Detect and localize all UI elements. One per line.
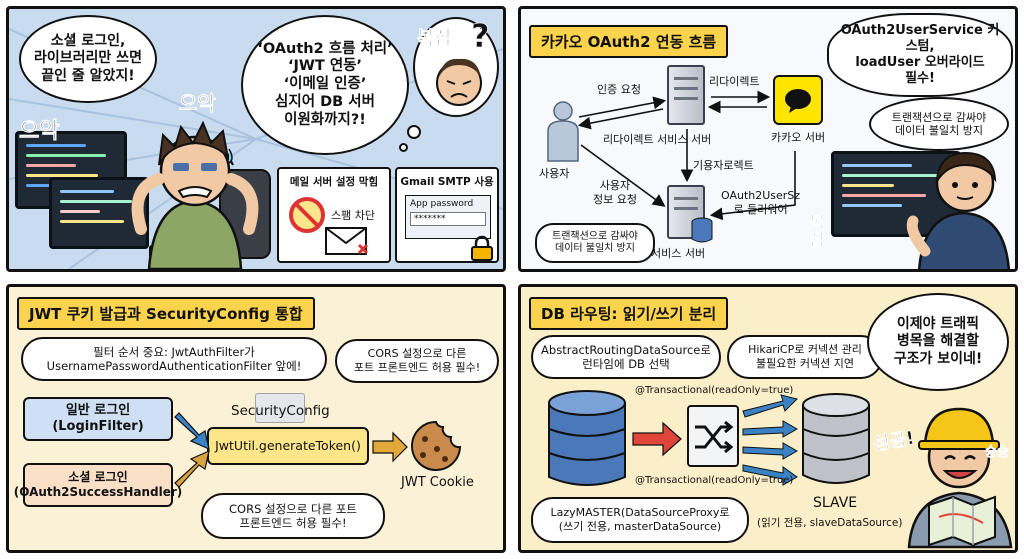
label-service-server: 서비스 서버 <box>651 247 706 260</box>
bubble-transaction-small: 트랜잭션으로 감싸야 데이터 불일치 방지 <box>535 223 655 263</box>
lock-icon <box>471 235 493 261</box>
envelope-icon <box>325 227 369 255</box>
label-auth-request: 인증 요청 <box>597 83 641 96</box>
shuffle-router-box <box>687 405 739 467</box>
sfx-scream-2: 으악 <box>179 91 216 116</box>
label-redirect-server: 리다이렉트 서비스 서버 <box>603 133 712 146</box>
panel-db-routing: DB 라우팅: 읽기/쓰기 분리 AbstractRoutingDataSour… <box>518 284 1018 553</box>
app-password-label: App password <box>410 199 474 209</box>
master-label: LazyMASTER(DataSourceProxy로 (쓰기 전용, mast… <box>531 497 749 543</box>
tx-readonly-top: @Transactional(readOnly=true) <box>635 385 794 396</box>
bubble-success-structure: 이제야 트래픽 병목을 해결할 구조가 보이네! <box>867 293 1009 391</box>
label-redirect: 리다이렉트 <box>709 75 760 88</box>
label-user: 사용자 <box>539 167 570 180</box>
redirect-server-icon <box>667 65 705 125</box>
database-icon-master <box>548 390 626 486</box>
happy-engineer <box>907 407 1013 549</box>
database-icon-slave <box>802 393 870 484</box>
box-general-login: 일반 로그인 (LoginFilter) <box>23 397 173 441</box>
sfx-whoosh: 슝슝 <box>985 445 1010 461</box>
panel3-title: JWT 쿠키 발급과 SecurityConfig 통합 <box>17 297 315 330</box>
panel4-title: DB 라우팅: 읽기/쓰기 분리 <box>529 297 729 330</box>
bubble-transaction: 트랜잭션으로 감싸야 데이터 불일치 방지 <box>869 97 1009 151</box>
bubble-filter-order: 필터 순서 중요: JwtAuthFilter가 UsernamePasswor… <box>21 337 327 381</box>
cookie-label: JWT Cookie <box>401 475 474 490</box>
security-config-panel <box>255 393 305 423</box>
panel-jwt-security-config: JWT 쿠키 발급과 SecurityConfig 통합 필터 순서 중요: J… <box>6 284 506 553</box>
bubble-userservice-custom: OAuth2UserService 커스텀, loadUser 오버라이드 필수… <box>827 13 1013 97</box>
label-kakao-server: 카카오 서버 <box>771 131 826 144</box>
flow-arrows <box>577 90 796 221</box>
login-arrows <box>174 412 408 488</box>
label-redirect-callback: 기용자로렉트 <box>693 159 754 172</box>
bubble-hikaricp: HikariCP로 커넥션 관리 불필요한 커넥션 지연 <box>727 335 883 379</box>
card-mail-title: 메일 서버 설정 막힘 <box>289 176 379 188</box>
bubble-complexity-list: ‘OAuth2 흐름 처리’ ‘JWT 연동’ ‘이메일 인증’ 심지어 DB … <box>241 15 409 155</box>
pointing-developer <box>906 151 1011 269</box>
slave-title: SLAVE <box>813 495 858 511</box>
box-social-login: 소셜 로그인 (OAuth2SuccessHandler) <box>14 463 182 507</box>
frustrated-developer <box>131 120 259 269</box>
shuffle-icon <box>695 420 734 454</box>
map-icon <box>928 495 996 547</box>
card-mail-spam: 스팸 차단 <box>331 209 375 222</box>
database-icon <box>691 217 713 243</box>
person-icon <box>547 101 579 162</box>
panel-oauth-frustration: 소셜 로그인, 라이브러리만 쓰면 끝인 줄 알았지! ‘OAuth2 흐름 처… <box>6 6 506 272</box>
thought-question-mark: ? <box>471 17 490 56</box>
card-mail-server: 메일 서버 설정 막힘 스팸 차단 <box>277 167 391 263</box>
thought-dot-2 <box>399 143 408 152</box>
left-monitor-front <box>49 177 149 249</box>
panel2-title: 카카오 OAuth2 연동 흐름 <box>529 25 729 58</box>
bubble-cors-bottom: CORS 설정으로 다른 포트 프론트엔드 허용 필수! <box>201 493 385 539</box>
label-user-info: 사용자 정보 요청 <box>593 179 637 206</box>
slave-label: (읽기 전용, slaveDataSource) <box>757 517 903 529</box>
security-config-label: SecurityConfig <box>231 403 330 419</box>
label-userservice: OAuth2UserSz 로 들러워어 <box>721 189 801 216</box>
box-generate-token: JwtUtil.generateToken() <box>207 427 369 465</box>
cookie-icon <box>411 420 462 471</box>
bubble-cors-top: CORS 설정으로 다른 포트 프론트엔드 허용 필수! <box>335 339 499 383</box>
thought-label: 복잡 <box>417 27 453 50</box>
app-password-field: ******* <box>410 212 486 226</box>
no-entry-icon <box>289 197 325 233</box>
worried-face <box>436 58 482 106</box>
tx-readonly-bottom: @Transactional(readOnly=true) <box>635 475 794 486</box>
kakao-chat-icon <box>773 75 823 125</box>
bubble-routing-datasource: AbstractRoutingDataSource로 런타임에 DB 선택 <box>531 335 721 379</box>
card-gmail-smtp: Gmail SMTP 사용 App password ******* <box>395 167 499 263</box>
routing-arrows <box>632 394 799 486</box>
card-gmail-title: Gmail SMTP 사용 <box>400 176 494 188</box>
bubble-library-only: 소셜 로그인, 라이브러리만 쓰면 끝인 줄 알았지! <box>19 15 157 103</box>
thought-dot-1 <box>407 125 421 139</box>
panel-kakao-oauth-flow: 카카오 OAuth2 연동 흐름 사용자 리다이렉트 서비스 서버 카카오 서버… <box>518 6 1018 272</box>
sfx-complex: 복 잡 <box>809 213 825 251</box>
sfx-scream-1: 으악 <box>19 119 60 145</box>
app-password-window: App password ******* <box>405 195 491 239</box>
